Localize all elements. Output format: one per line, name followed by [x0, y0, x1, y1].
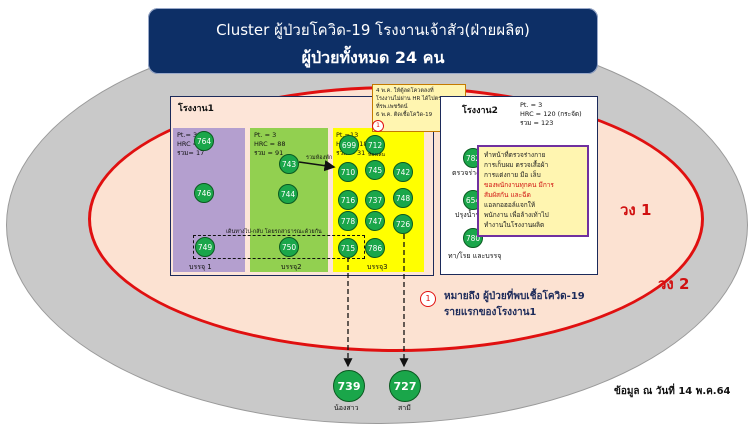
factory-2-label: โรงงาน2 — [462, 106, 498, 116]
public-bus-group-box — [193, 235, 365, 259]
factory-2-note-line: พนักงาน เพื่อล้างเท้าไป — [484, 211, 549, 219]
factory-2-note-line: ทำงานในโรงงานผลิต — [484, 221, 545, 229]
zone-1-pt: Pt.= 3 — [177, 131, 198, 139]
zone-1-stats: Pt.= 3 HRC = 14 รวม= 17 — [177, 131, 208, 158]
legend-line-1: หมายถึง ผู้ป่วยที่พบเชื้อโควิด-19 — [444, 291, 585, 302]
patient-node[interactable]: 748 — [393, 188, 413, 208]
factory-2-pt: Pt. = 3 — [520, 101, 543, 109]
factory-2-node-caption: ตรวจร่างกาย — [452, 169, 492, 177]
patient-node[interactable]: 749 — [195, 237, 215, 257]
patient-node[interactable]: 745 — [365, 160, 385, 180]
data-date-note: ข้อมูล ณ วันที่ 14 พ.ค.64 — [614, 386, 731, 397]
public-bus-label: เดินทางไป-กลับ โดยรถสาธารณะด้วยกัน — [226, 229, 322, 235]
zone-2-hrc: HRC = 88 — [254, 140, 286, 148]
zone-2-name: บรรจุ2 — [281, 263, 302, 271]
factory-2-note-line: การแต่งกาย มือ เล็บ — [484, 171, 541, 179]
factory-2-note-line: สัมผัสกัน และฉีด — [484, 191, 531, 199]
factory-2-note-line: แอลกอฮอล์แจกให้ — [484, 201, 536, 209]
first-case-note-line: 4 พ.ค. ให้ตู้ลดโควตลงที่ — [376, 88, 434, 94]
shared-meal-label: รวมห้องพัก — [306, 155, 333, 161]
zone-2-total: รวม = 91 — [254, 149, 284, 157]
outside-caption: น้องสาว — [334, 404, 359, 412]
patient-node[interactable]: 710 — [338, 162, 358, 182]
title-banner: Cluster ผู้ป่วยโควิด-19 โรงงานเจ้าสัว(ฝ่… — [148, 8, 598, 74]
factory-2-note: ทำหน้าที่ตรวจร่างกาย การเก็บผม ตรวจเสื้อ… — [477, 145, 589, 237]
patient-node[interactable]: 726 — [393, 214, 413, 234]
factory-2-note-line: ของพนักงานทุกคน มีการ — [484, 181, 554, 189]
patient-node[interactable]: 764 — [194, 131, 214, 151]
title-line-2: ผู้ป่วยทั้งหมด 24 คน — [301, 48, 445, 67]
zone-2-stats: Pt. = 3 HRC = 88 รวม = 91 — [254, 131, 285, 158]
patient-node[interactable]: 737 — [365, 190, 385, 210]
factory-2-total: รวม = 123 — [520, 119, 554, 127]
factory-2-stats: Pt. = 3 HRC = 120 (กระจัด) รวม = 123 — [520, 101, 582, 128]
ring-2-label: วง 2 — [658, 275, 690, 293]
title-line-1: Cluster ผู้ป่วยโควิด-19 โรงงานเจ้าสัว(ฝ่… — [216, 21, 530, 39]
patient-node[interactable]: 786 — [365, 238, 385, 258]
zone-3-name: บรรจุ3 — [367, 263, 388, 271]
first-case-marker: 1 — [372, 120, 384, 132]
patient-node[interactable]: 743 — [279, 154, 299, 174]
first-case-note-line: โรงงานไม่ผ่าน HR ได้ไปตรวจ — [376, 96, 448, 102]
patient-node[interactable]: 742 — [393, 162, 413, 182]
zone-2-pt: Pt. = 3 — [254, 131, 277, 139]
factory-2-note-line: ทำหน้าที่ตรวจร่างกาย — [484, 151, 546, 159]
legend-text: หมายถึง ผู้ป่วยที่พบเชื้อโควิด-19 รายแรก… — [444, 289, 585, 321]
factory-2-hrc: HRC = 120 (กระจัด) — [520, 110, 582, 118]
ring-1-label: วง 1 — [620, 201, 652, 219]
patient-node[interactable]: 744 — [278, 184, 298, 204]
patient-node[interactable]: 715 — [338, 238, 358, 258]
patient-node-outside[interactable]: 727 — [389, 370, 421, 402]
patient-node[interactable]: 712 — [365, 135, 385, 155]
first-case-note-line: ที่รพ.เพชรัตน์ — [376, 104, 408, 110]
factory-2-node-caption: ทา/โรย และบรรจุ — [448, 252, 502, 260]
legend-line-2: รายแรกของโรงงาน1 — [444, 307, 537, 318]
factory-2-note-line: การเก็บผม ตรวจเสื้อผ้า — [484, 161, 549, 169]
factory-2-node-caption: ปรุงน้ำราด — [455, 211, 488, 219]
patient-node[interactable]: 747 — [365, 211, 385, 231]
factory-1-label: โรงงาน1 — [178, 104, 214, 114]
first-case-tag: ห้องเล่น — [368, 152, 385, 158]
outside-caption: สามี — [398, 404, 411, 412]
patient-node[interactable]: 746 — [194, 183, 214, 203]
patient-node[interactable]: 716 — [338, 190, 358, 210]
legend-marker: 1 — [420, 291, 436, 307]
zone-1-hrc: HRC = 14 — [177, 140, 209, 148]
first-case-note-line: 6 พ.ค. ติดเชื้อโควิด-19 — [376, 112, 433, 118]
zone-1-name: บรรจุ 1 — [189, 263, 212, 271]
patient-node[interactable]: 778 — [338, 211, 358, 231]
patient-node[interactable]: 750 — [279, 237, 299, 257]
zone-1-total: รวม= 17 — [177, 149, 205, 157]
patient-node-outside[interactable]: 739 — [333, 370, 365, 402]
patient-node[interactable]: 699 — [339, 135, 359, 155]
